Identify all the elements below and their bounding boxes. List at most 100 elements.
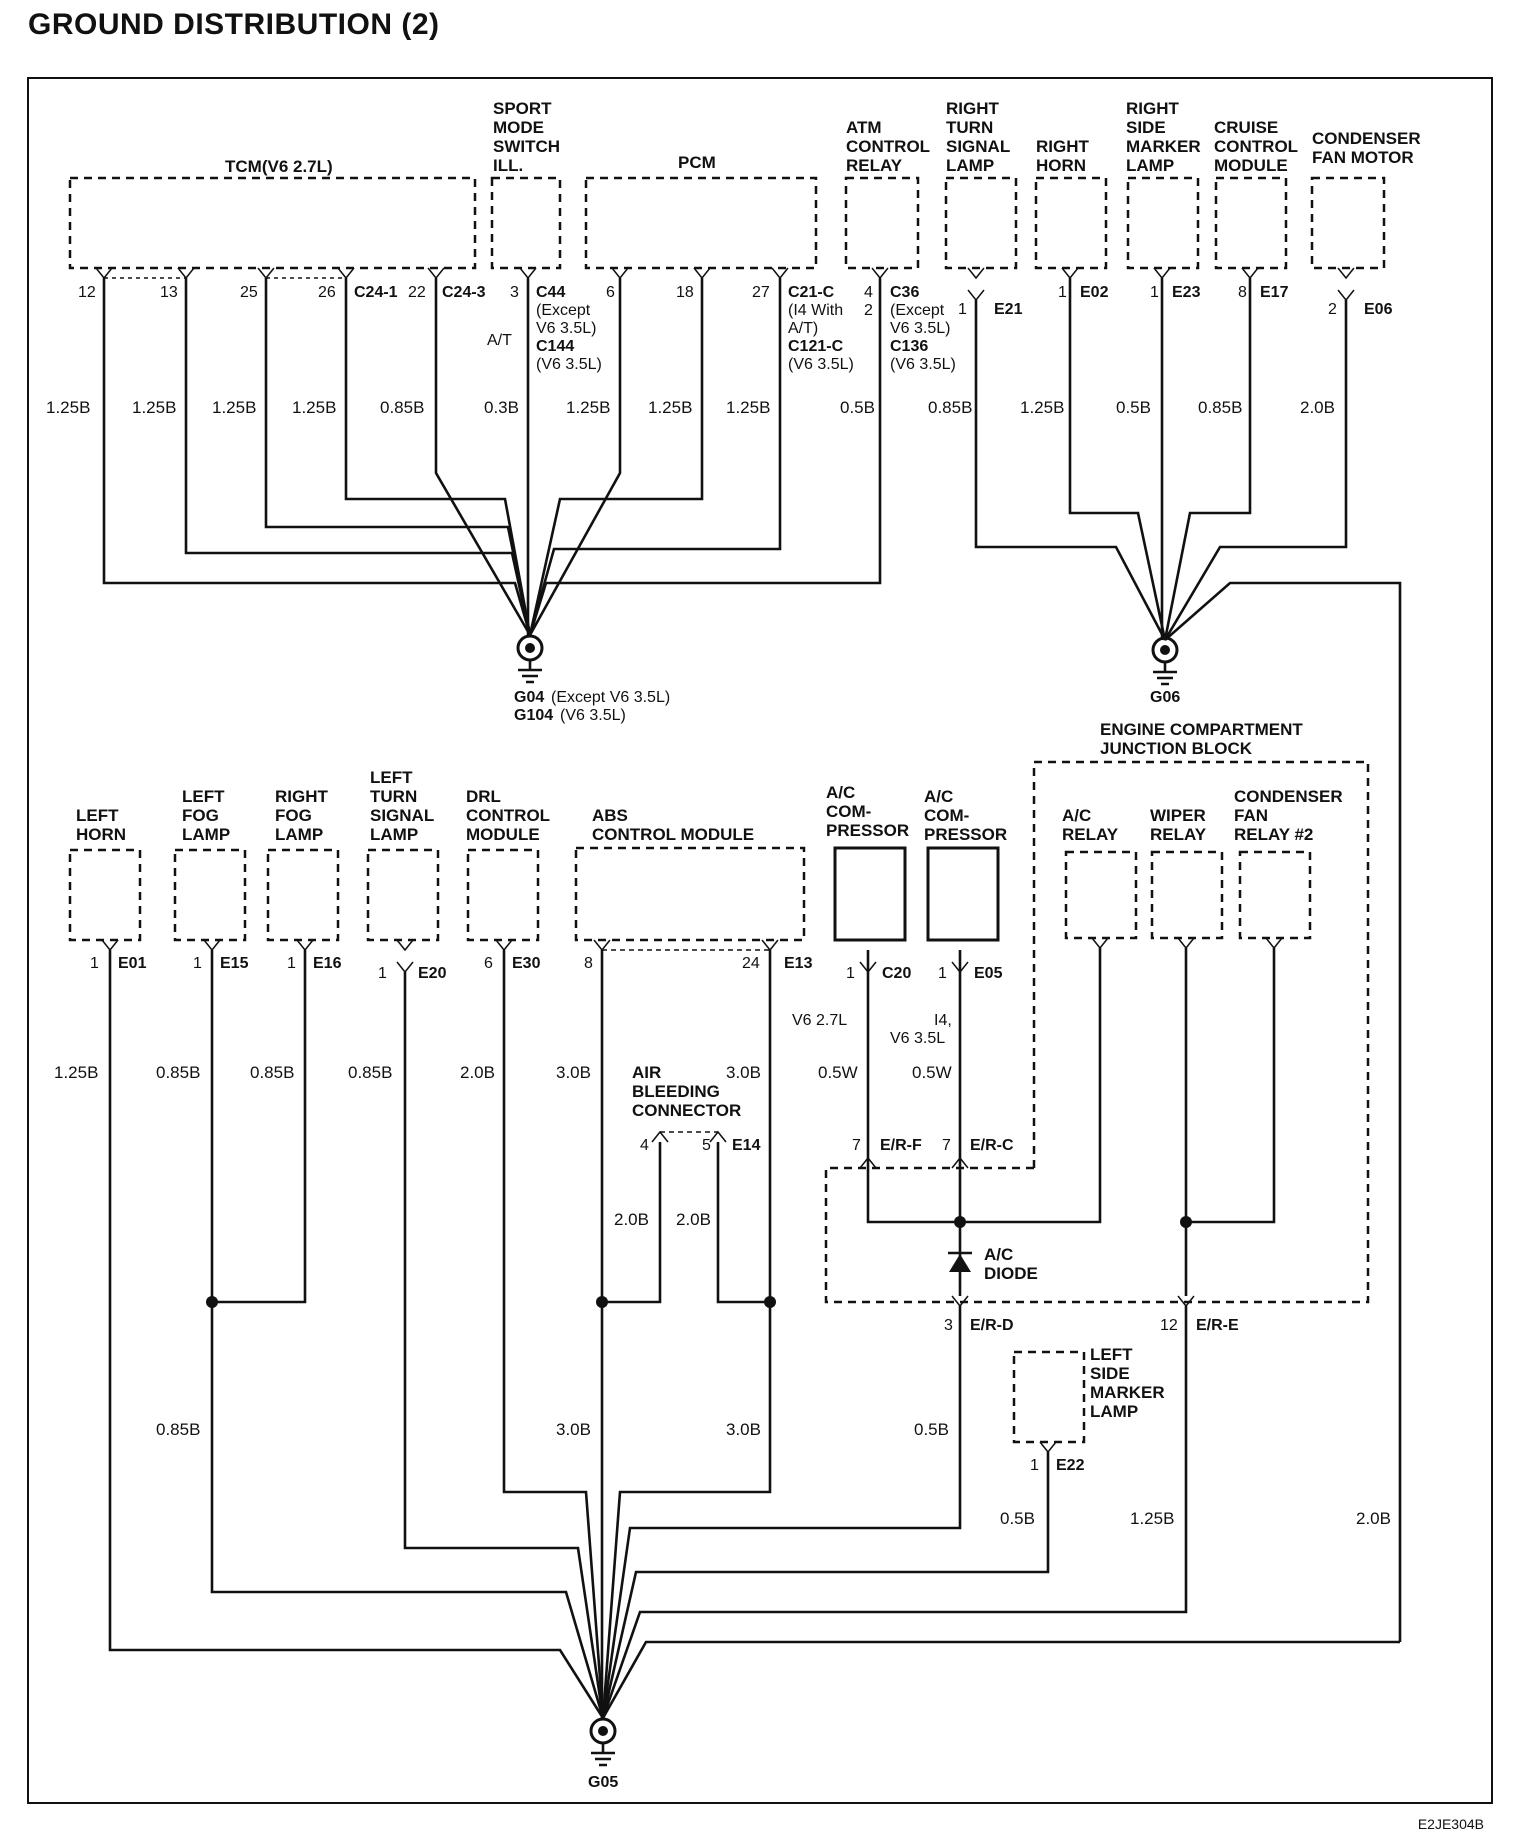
right-turn-lamp-box [944, 176, 1018, 270]
svg-text:12: 12 [78, 284, 96, 301]
svg-text:1: 1 [193, 955, 202, 972]
ac-relay-box [1064, 850, 1138, 940]
svg-text:(V6 3.5L): (V6 3.5L) [788, 356, 854, 373]
svg-text:3: 3 [944, 1317, 953, 1334]
svg-text:E20: E20 [418, 965, 447, 982]
svg-text:0.5B: 0.5B [1000, 1509, 1035, 1528]
lower-connector-arrows [101, 937, 1283, 1454]
wires-to-g04 [102, 278, 882, 636]
svg-text:3.0B: 3.0B [556, 1420, 591, 1439]
svg-text:13: 13 [160, 284, 178, 301]
svg-text:27: 27 [752, 284, 770, 301]
ac-compressor-2-label: A/C COM- PRESSOR [924, 787, 1007, 844]
wiper-relay-label: WIPER RELAY [1150, 806, 1210, 844]
svg-text:12: 12 [1160, 1317, 1178, 1334]
svg-text:3.0B: 3.0B [726, 1063, 761, 1082]
left-horn-label: LEFT HORN [76, 806, 126, 844]
svg-text:1.25B: 1.25B [1020, 398, 1064, 417]
page-title: GROUND DISTRIBUTION (2) [28, 8, 440, 41]
svg-text:(Except: (Except [536, 302, 591, 319]
svg-text:C20: C20 [882, 965, 911, 982]
svg-text:3.0B: 3.0B [726, 1420, 761, 1439]
ac-diode-icon [948, 1251, 972, 1272]
cruise-module-label: CRUISE CONTROL MODULE [1214, 118, 1302, 175]
right-horn-label: RIGHT HORN [1036, 137, 1094, 175]
tcm-box [68, 176, 477, 270]
upper-pin-labels: 12 13 25 26 C24-1 22 C24-3 3 C44 (Except… [78, 284, 1393, 373]
svg-text:0.85B: 0.85B [156, 1063, 200, 1082]
svg-text:(Except V6 3.5L): (Except V6 3.5L) [551, 689, 670, 706]
svg-text:E13: E13 [784, 955, 813, 972]
left-side-marker-label: LEFT SIDE MARKER LAMP [1090, 1345, 1169, 1421]
svg-text:18: 18 [676, 284, 694, 301]
svg-text:C36: C36 [890, 284, 919, 301]
svg-text:0.85B: 0.85B [1198, 398, 1242, 417]
svg-text:0.85B: 0.85B [380, 398, 424, 417]
svg-text:22: 22 [408, 284, 426, 301]
svg-text:1: 1 [846, 965, 855, 982]
svg-text:E02: E02 [1080, 284, 1109, 301]
svg-text:0.85B: 0.85B [250, 1063, 294, 1082]
lower-pin-labels: 1 E01 1 E15 1 E16 1 E20 6 E30 8 24 E13 1… [90, 955, 1239, 1474]
svg-text:G04: G04 [514, 689, 544, 706]
abs-module-box [574, 846, 806, 942]
svg-text:1: 1 [1058, 284, 1067, 301]
left-turn-lamp-box [366, 848, 440, 942]
svg-text:E15: E15 [220, 955, 249, 972]
sport-mode-switch-box [490, 176, 562, 270]
svg-text:2: 2 [864, 302, 873, 319]
svg-text:(V6 3.5L): (V6 3.5L) [536, 356, 602, 373]
svg-text:E14: E14 [732, 1137, 761, 1154]
left-fog-lamp-box [173, 848, 247, 942]
svg-text:A/T: A/T [487, 332, 512, 349]
svg-text:V6 3.5L): V6 3.5L) [890, 320, 950, 337]
left-side-marker-box [1012, 1350, 1086, 1444]
ground-labels: G04 (Except V6 3.5L) G104 (V6 3.5L) G06 … [514, 689, 1180, 1791]
svg-text:0.5W: 0.5W [912, 1063, 952, 1082]
diagram-frame [27, 77, 1493, 1804]
air-bleeding-connector-label: AIR BLEEDING CONNECTOR [632, 1063, 741, 1120]
svg-text:2.0B: 2.0B [460, 1063, 495, 1082]
junction-block-wiring [866, 948, 1276, 1296]
svg-text:0.5B: 0.5B [914, 1420, 949, 1439]
atm-relay-label: ATM CONTROL RELAY [846, 118, 934, 175]
right-fog-lamp-label: RIGHT FOG LAMP [275, 787, 333, 844]
pcm-label: PCM [678, 153, 716, 172]
ac-diode-label: A/C DIODE [984, 1245, 1038, 1283]
wiper-relay-box [1150, 850, 1224, 940]
atm-relay-box [844, 176, 920, 270]
svg-text:V6 3.5L): V6 3.5L) [536, 320, 596, 337]
svg-text:V6 2.7L: V6 2.7L [792, 1012, 847, 1029]
ac-compressor-1-box [833, 846, 907, 942]
svg-text:E01: E01 [118, 955, 147, 972]
svg-text:E23: E23 [1172, 284, 1201, 301]
svg-text:1: 1 [1030, 1457, 1039, 1474]
tcm-label: TCM(V6 2.7L) [225, 157, 333, 176]
diagram-code: E2JE304B [1417, 1816, 1484, 1832]
svg-text:A/T): A/T) [788, 320, 818, 337]
svg-text:G06: G06 [1150, 689, 1180, 706]
ac-compressor-1-label: A/C COM- PRESSOR [826, 783, 909, 840]
svg-text:E/R-D: E/R-D [970, 1317, 1014, 1334]
svg-text:(Except: (Except [890, 302, 945, 319]
svg-text:E16: E16 [313, 955, 342, 972]
svg-text:0.85B: 0.85B [348, 1063, 392, 1082]
ground-g06-icon [1151, 636, 1179, 686]
svg-text:4: 4 [864, 284, 873, 301]
svg-text:(V6 3.5L): (V6 3.5L) [560, 707, 626, 724]
svg-text:7: 7 [942, 1137, 951, 1154]
svg-text:2.0B: 2.0B [1356, 1509, 1391, 1528]
svg-text:C21-C: C21-C [788, 284, 835, 301]
ground-g05-icon [589, 1717, 617, 1767]
svg-text:0.85B: 0.85B [156, 1420, 200, 1439]
right-side-marker-box [1126, 176, 1200, 270]
svg-text:E17: E17 [1260, 284, 1289, 301]
wires-to-g06 [974, 278, 1402, 1642]
svg-text:E05: E05 [974, 965, 1003, 982]
upper-wire-labels: 1.25B 1.25B 1.25B 1.25B 0.85B 0.3B 1.25B… [46, 398, 1335, 417]
junction-block-outline [824, 760, 1370, 1304]
svg-text:1.25B: 1.25B [1130, 1509, 1174, 1528]
svg-text:26: 26 [318, 284, 336, 301]
svg-text:1.25B: 1.25B [566, 398, 610, 417]
